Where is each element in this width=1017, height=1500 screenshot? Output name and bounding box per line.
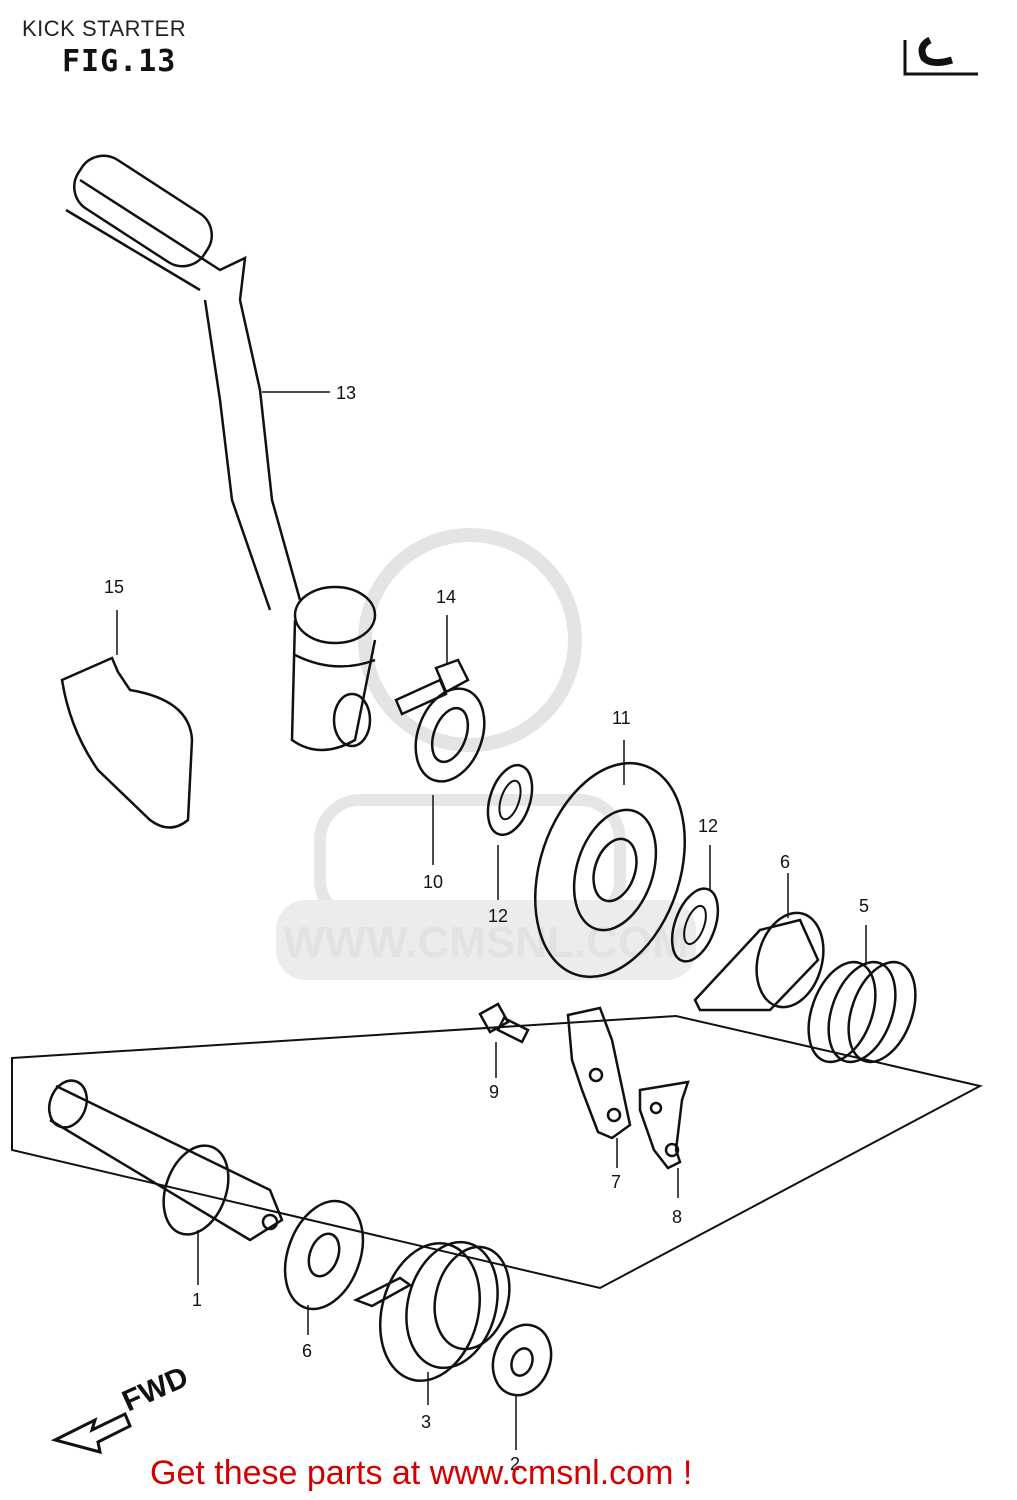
stopper-plate-part-7 (566, 1006, 632, 1140)
part-label-10: 10 (423, 872, 443, 892)
watermark-logo: WWW.CMSNL.COM (276, 528, 696, 980)
part-label-9: 9 (489, 1082, 499, 1102)
kick-lever-part-13 (65, 154, 377, 752)
ring-part-2 (491, 1323, 553, 1397)
part-label-15: 15 (104, 577, 124, 597)
kick-shaft-part-1 (47, 1079, 284, 1242)
part-label-12-left: 12 (488, 906, 508, 926)
washer-part-12-right (670, 887, 720, 963)
forward-arrow-icon (50, 1411, 132, 1455)
bolt-part-9 (478, 1002, 530, 1044)
washer-part-12-left (486, 763, 534, 837)
washer-part-6-lower (283, 1199, 365, 1311)
return-spring-part-3 (352, 1240, 511, 1382)
oil-seal-part-10 (414, 687, 486, 783)
page-title: KICK STARTER (22, 16, 187, 41)
corner-bracket (903, 40, 978, 76)
part-label-7: 7 (611, 1172, 621, 1192)
watermark-text: WWW.CMSNL.COM (283, 918, 689, 967)
part-label-12-right: 12 (698, 816, 718, 836)
part-label-3: 3 (421, 1412, 431, 1432)
part-label-5: 5 (859, 896, 869, 916)
part-label-11: 11 (612, 708, 631, 728)
part-label-6-lower: 6 (302, 1341, 312, 1361)
bolt-part-14 (394, 658, 470, 716)
base-plate-outline (11, 1014, 983, 1290)
kick-gear-part-11 (534, 761, 686, 979)
guide-part-8 (638, 1080, 690, 1170)
part-label-1: 1 (192, 1290, 202, 1310)
boot-cover-part-15 (60, 656, 194, 829)
part-label-8: 8 (672, 1207, 682, 1227)
figure-number: FIG.13 (62, 44, 177, 79)
part-label-2: 2 (510, 1454, 520, 1474)
spring-part-5 (807, 960, 917, 1064)
kick-drive-part-6 (693, 911, 825, 1012)
corner-mark (918, 36, 954, 67)
parts-link-banner[interactable]: Get these parts at www.cmsnl.com ! (150, 1454, 693, 1492)
part-label-6-upper: 6 (780, 852, 790, 872)
forward-label: FWD (117, 1360, 193, 1418)
part-label-13: 13 (336, 383, 356, 403)
part-label-14: 14 (436, 587, 456, 607)
